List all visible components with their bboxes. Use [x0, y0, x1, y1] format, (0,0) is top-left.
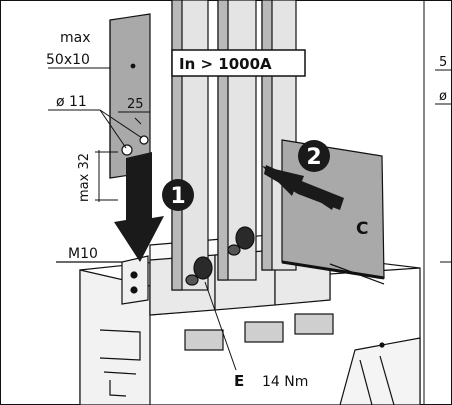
current-rating-label: In > 1000A: [179, 55, 272, 73]
step-2-arrow: [262, 140, 344, 210]
edge-dia-label: ø: [439, 89, 447, 104]
bolt-size-label: M10: [68, 246, 98, 262]
part-e-label: E: [234, 372, 244, 390]
hole-diameter-label: ø 11: [56, 94, 87, 110]
torque-label: 14 Nm: [262, 374, 308, 390]
edge-dim-label: 5: [439, 55, 447, 70]
part-e-leader: [204, 281, 237, 371]
height-max-label: max 32: [77, 153, 92, 202]
cover-plate-c: [281, 139, 385, 285]
current-rating-box: [171, 49, 306, 77]
step-1-number: 1: [170, 184, 185, 209]
busbar-max-label: max: [60, 30, 91, 46]
step-1-arrow: [114, 152, 194, 262]
step-2-number: 2: [306, 145, 321, 170]
busbar-size-label: 50x10: [46, 52, 90, 68]
edge-leaders: [435, 69, 452, 263]
hole-offset-label: 25: [127, 97, 144, 112]
terminal-bolts: [185, 226, 255, 286]
m10-clamp: [56, 255, 149, 305]
busbar-detail: [109, 13, 151, 179]
hole-leaders: [48, 67, 150, 202]
part-c-label: C: [356, 219, 368, 239]
